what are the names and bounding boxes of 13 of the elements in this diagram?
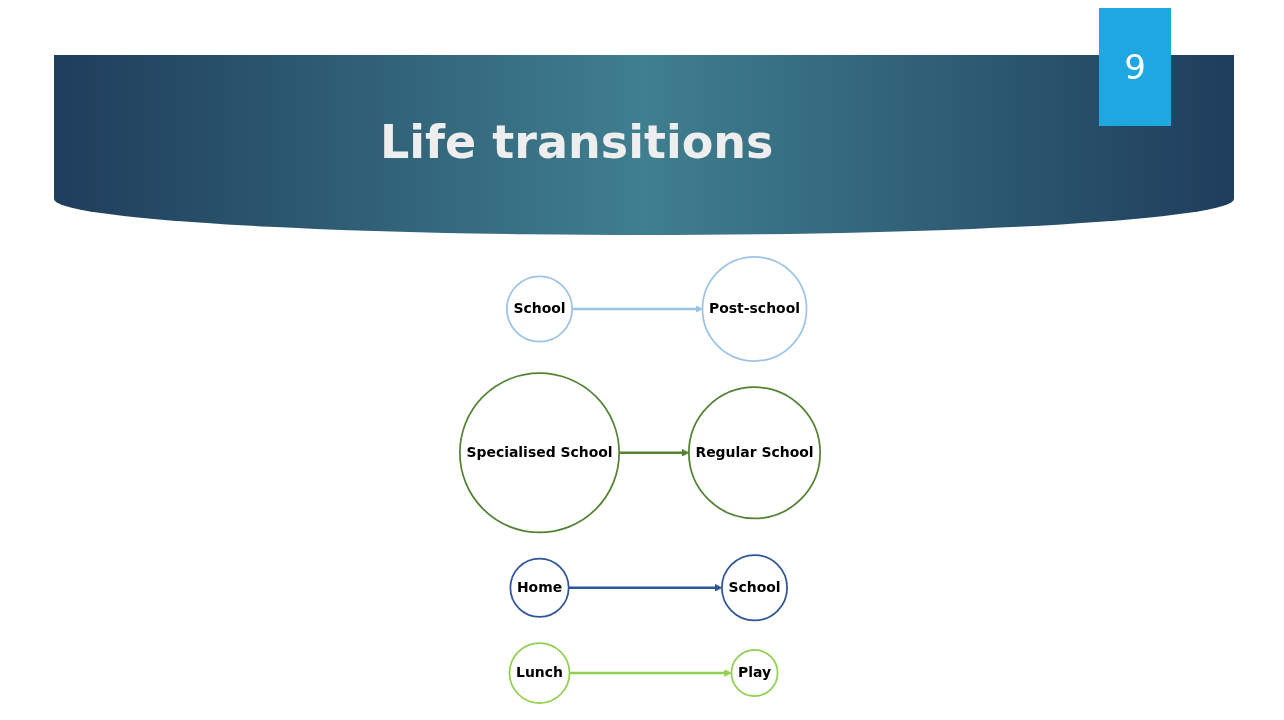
node-circle: School — [506, 275, 573, 343]
slide-number: 9 — [1099, 8, 1171, 126]
node-circle: Specialised School — [459, 372, 621, 534]
arrow — [569, 669, 732, 677]
node-circle: Lunch — [508, 642, 571, 704]
node-circle: Home — [509, 557, 570, 618]
node-circle: School — [721, 554, 788, 622]
slide-title: Life transitions — [380, 115, 774, 169]
arrow — [572, 305, 703, 313]
arrow — [619, 448, 690, 457]
node-circle: Regular School — [688, 386, 821, 520]
node-circle: Post-school — [701, 256, 808, 362]
node-circle: Play — [730, 649, 779, 697]
